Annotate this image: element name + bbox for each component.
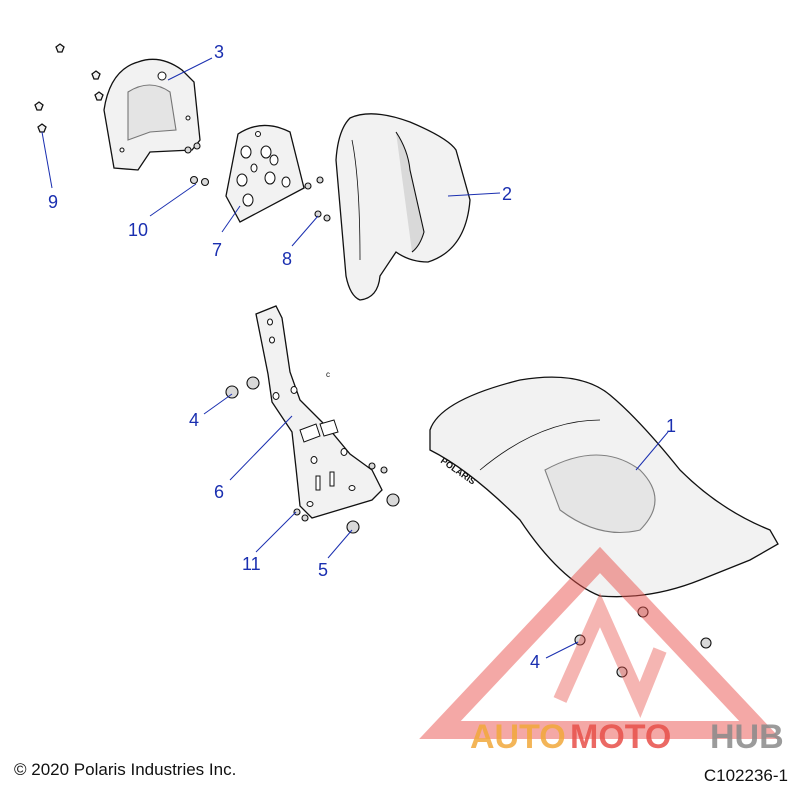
part-6-bracket [255, 305, 383, 519]
part-2-backrest-pad [335, 113, 471, 301]
part-4-bumpers-upper: c [225, 370, 330, 399]
callout-8: 8 [282, 249, 292, 269]
part-3-backrest-cover [103, 58, 201, 171]
callout-3: 3 [214, 42, 224, 62]
callout-2: 2 [502, 184, 512, 204]
watermark-auto: AUTO [470, 718, 566, 756]
callout-6: 6 [214, 482, 224, 502]
watermark-moto: MOTO [570, 718, 671, 756]
callout-9: 9 [48, 192, 58, 212]
part-11-screws [293, 462, 388, 522]
callout-7: 7 [212, 240, 222, 260]
callout-5: 5 [318, 560, 328, 580]
watermark-logo [419, 546, 781, 739]
callout-4-upper: 4 [189, 410, 199, 430]
diagram-id: C102236-1 [703, 766, 788, 785]
svg-text:c: c [326, 370, 330, 379]
callout-numbers: 1 2 3 4 4 5 6 7 8 9 10 11 [48, 42, 676, 672]
callout-11: 11 [242, 554, 261, 574]
part-8-fasteners [304, 176, 331, 222]
copyright-notice: © 2020 Polaris Industries Inc. [14, 760, 237, 779]
part-9-screws [34, 43, 104, 133]
leader-lines [41, 57, 669, 659]
callout-1: 1 [666, 416, 676, 436]
part-4-bumpers-lower [574, 606, 712, 678]
part-5-nuts [346, 493, 400, 534]
part-1-seat: POLARIS [429, 376, 779, 598]
callout-10: 10 [128, 220, 148, 240]
part-7-mounting-plate [225, 124, 305, 223]
callout-4-lower: 4 [530, 652, 540, 672]
part-10-nuts [184, 142, 210, 187]
watermark-hub: HUB [710, 718, 784, 756]
watermark-text: AUTO MOTO HUB [470, 718, 784, 756]
